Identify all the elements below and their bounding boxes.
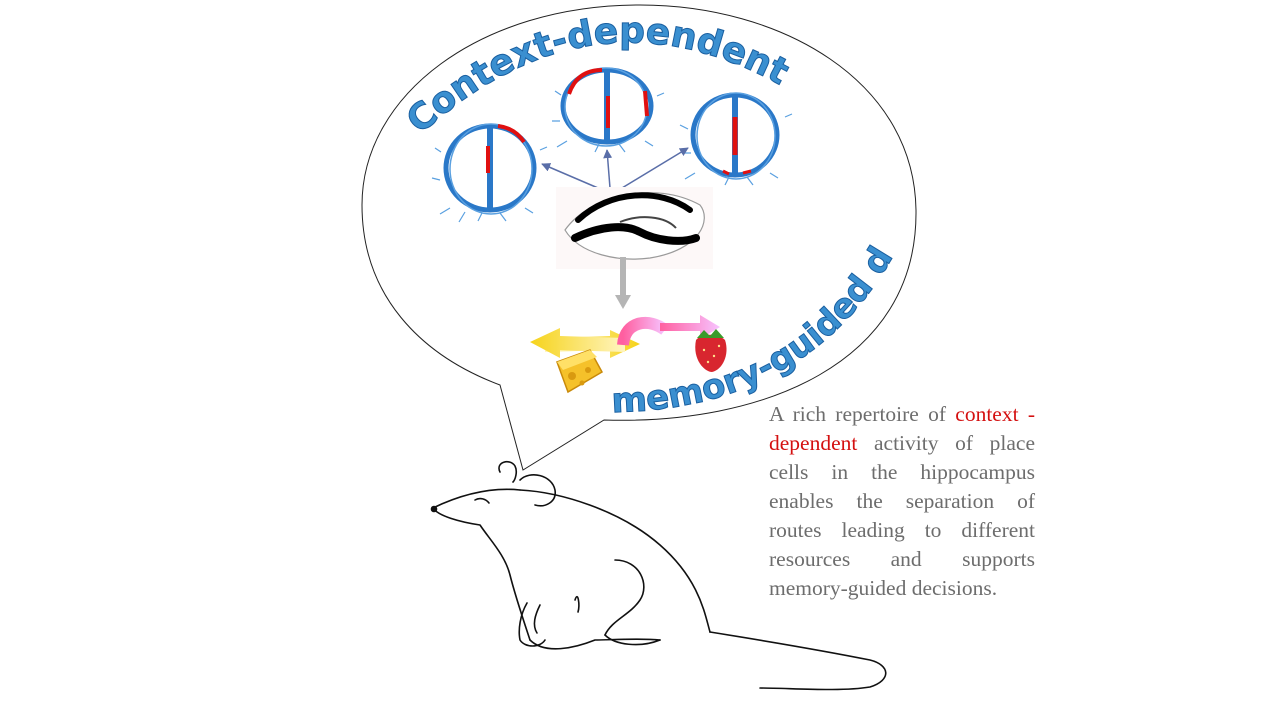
route-arrows (530, 315, 720, 358)
context-arrows (541, 147, 689, 189)
figure-eight-maze-icon (431, 123, 548, 223)
caption-highlight: context - dependent (769, 402, 1035, 455)
down-arrow (615, 257, 631, 309)
figure-eight-maze-icon (552, 67, 665, 153)
figure-eight-maze-icon (679, 92, 793, 186)
mouse-outline-icon (430, 460, 887, 691)
strawberry-icon (695, 329, 727, 372)
hippocampus-icon (556, 187, 713, 269)
caption-text: A rich repertoire of context - dependent… (769, 400, 1035, 603)
cheese-icon (556, 349, 604, 394)
caption-part-1: A rich repertoire of (769, 402, 956, 426)
caption-part-2: activity of place cells in the hippocamp… (769, 431, 1035, 600)
